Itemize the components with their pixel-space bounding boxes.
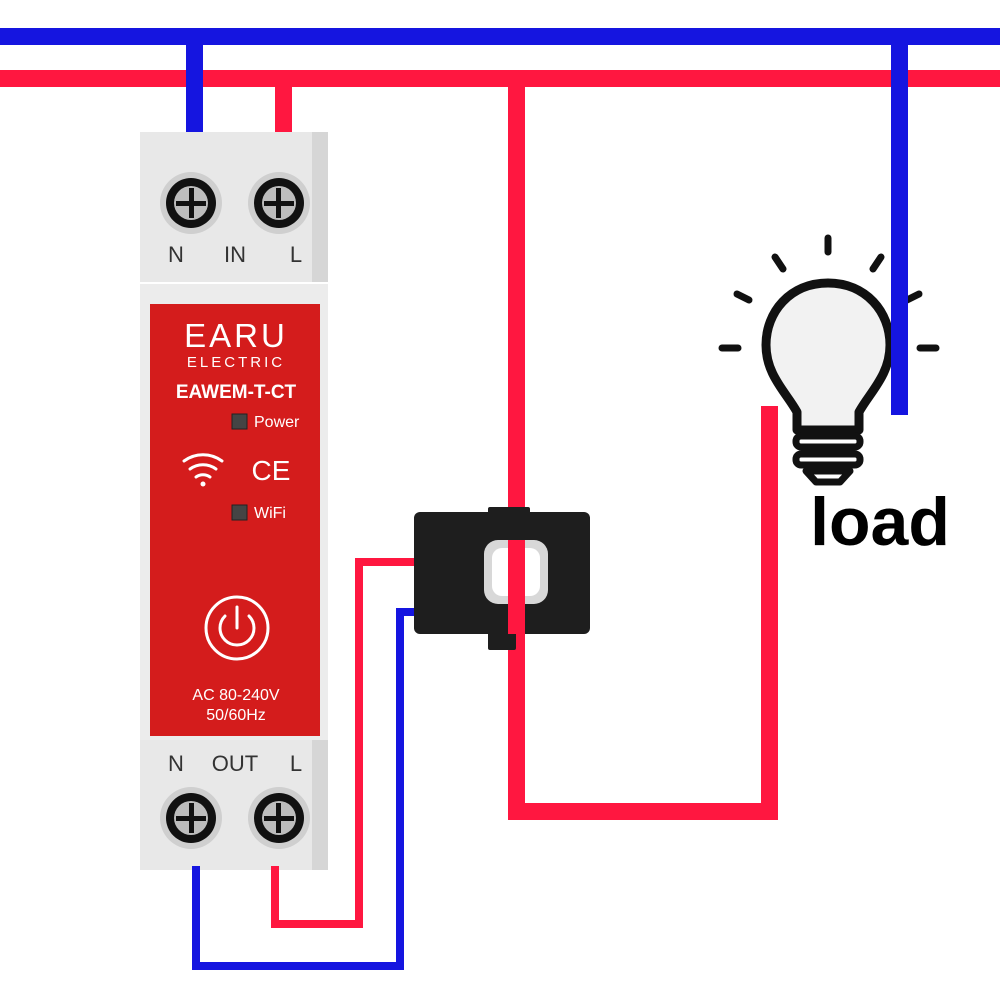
- top-terminal-n-label: N: [168, 242, 184, 267]
- brand-logo: EARU: [184, 317, 288, 354]
- neutral-input-drop: [186, 28, 203, 132]
- brand-subtitle: ELECTRIC: [187, 354, 285, 371]
- top-block-shadow: [312, 132, 328, 282]
- live-through-ct-window: [508, 540, 525, 634]
- neutral-load-over-bulb: [891, 290, 908, 415]
- rating-frequency: 50/60Hz: [206, 707, 266, 724]
- model-number: EAWEM-T-CT: [176, 382, 297, 403]
- neutral-output-wire: [192, 866, 200, 970]
- bottom-terminal-n-label: N: [168, 751, 184, 776]
- power-led-label: Power: [254, 414, 300, 431]
- bottom-terminal-n-screw: [160, 787, 222, 849]
- rating-voltage: AC 80-240V: [192, 687, 279, 704]
- live-input-drop: [275, 70, 292, 132]
- neutral-ct-lead-top: [396, 608, 418, 616]
- live-load-riser: [761, 406, 778, 820]
- neutral-output-run: [192, 962, 404, 970]
- power-button[interactable]: [204, 595, 270, 661]
- top-terminal-l-screw: [248, 172, 310, 234]
- live-bus-wire: [0, 70, 1000, 87]
- bottom-block-shadow: [312, 740, 328, 870]
- bottom-terminal-l-label: L: [290, 751, 302, 776]
- power-icon: [218, 605, 256, 647]
- lightbulb-icon: [718, 234, 940, 486]
- ce-mark: CE: [252, 455, 291, 486]
- live-drop-through-ct: [508, 70, 525, 820]
- top-terminal-n-screw: [160, 172, 222, 234]
- live-ct-lead: [355, 558, 363, 928]
- live-output-wire: [271, 866, 279, 928]
- neutral-bus-wire: [0, 28, 1000, 45]
- live-bottom-run: [508, 803, 778, 820]
- load-label: load: [810, 484, 950, 560]
- power-led: [231, 413, 248, 430]
- top-terminal-in-label: IN: [224, 242, 246, 267]
- live-ct-lead-top: [355, 558, 418, 566]
- top-terminal-l-label: L: [290, 242, 302, 267]
- wifi-icon: [182, 453, 224, 487]
- bottom-terminal-out-label: OUT: [212, 751, 258, 776]
- bottom-terminal-l-screw: [248, 787, 310, 849]
- wifi-led-label: WiFi: [254, 505, 286, 522]
- current-transformer-icon: [414, 507, 590, 650]
- neutral-ct-lead: [396, 608, 404, 970]
- live-output-run: [271, 920, 363, 928]
- wifi-led: [231, 504, 248, 521]
